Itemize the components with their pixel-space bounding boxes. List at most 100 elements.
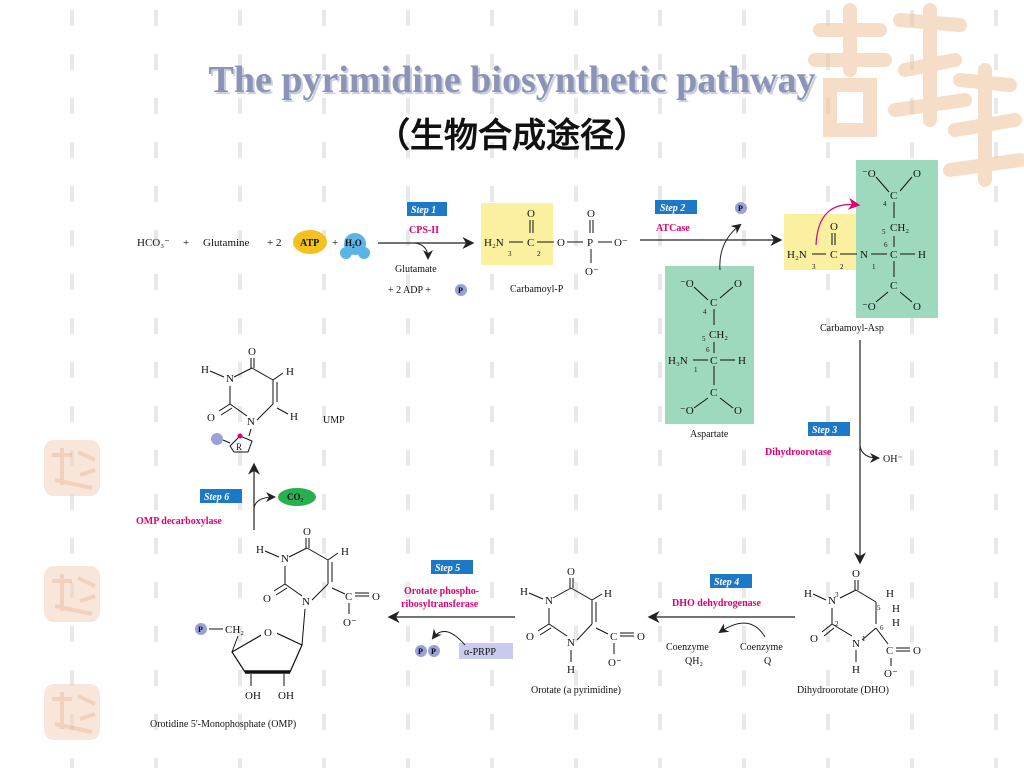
background-dash <box>154 670 158 686</box>
atom: N <box>567 637 575 649</box>
step4-label: Step 4 <box>714 577 739 588</box>
background-dash <box>322 406 326 422</box>
atom-number: 1 <box>862 635 866 643</box>
glutamate-label: Glutamate <box>395 264 437 275</box>
background-dash <box>406 406 410 422</box>
atom: O⁻ <box>614 237 628 249</box>
background-dash <box>742 186 746 202</box>
background-dash <box>658 230 662 246</box>
background-dash <box>742 450 746 466</box>
atom: C <box>890 190 897 202</box>
background-dash <box>658 274 662 290</box>
background-dash <box>658 54 662 70</box>
bond <box>248 428 252 437</box>
atom: H <box>886 588 894 600</box>
background-dash <box>994 142 998 158</box>
background-dash <box>406 626 410 642</box>
background-dash <box>910 362 914 378</box>
bond <box>251 367 274 381</box>
background-dash <box>910 494 914 510</box>
step6-side-arrow <box>253 492 276 509</box>
background-dash <box>70 538 74 554</box>
background-dash <box>70 406 74 422</box>
adp-label: + 2 ADP + <box>388 285 431 296</box>
page-subtitle: （生物合成途径） <box>376 116 648 156</box>
background-dash <box>490 714 494 730</box>
atom: CH₂ <box>709 329 728 341</box>
atom: H <box>918 249 926 261</box>
background-dash <box>406 538 410 554</box>
background-dash <box>490 494 494 510</box>
atom: O <box>248 346 256 358</box>
atom: N <box>860 249 868 261</box>
background-dash <box>322 54 326 70</box>
page-title: The pyrimidine biosynthetic pathway <box>208 59 816 101</box>
aspartate-highlight <box>665 266 754 424</box>
atom: O <box>527 208 535 220</box>
bond <box>899 176 913 192</box>
background-dash <box>490 274 494 290</box>
background-dash <box>994 230 998 246</box>
step4-coenzyme-arrow <box>718 622 766 638</box>
bond <box>528 592 544 600</box>
atom: N <box>281 553 289 565</box>
background-dash <box>658 406 662 422</box>
background-dash <box>322 494 326 510</box>
background-dash <box>154 758 158 768</box>
phosphate-label: P <box>458 286 463 295</box>
step3-label: Step 3 <box>812 425 837 436</box>
atom: CH₂ <box>890 222 909 234</box>
step2-label: Step 2 <box>660 203 685 214</box>
background-dash <box>574 626 578 642</box>
background-dash <box>154 54 158 70</box>
atom: H <box>852 664 860 676</box>
atom: O <box>913 645 921 657</box>
background-dash <box>490 450 494 466</box>
background-dash <box>70 758 74 768</box>
bond <box>229 403 248 417</box>
background-dash <box>826 626 830 642</box>
ring-oxygen-bg <box>261 624 277 638</box>
atom-number: 5 <box>882 228 886 236</box>
atom: H <box>567 664 575 676</box>
atom: H₂N <box>787 249 807 261</box>
atom: C <box>610 631 617 643</box>
background-dash <box>826 274 830 290</box>
atom: N <box>852 638 860 650</box>
background-dash <box>322 98 326 114</box>
background-dash <box>154 186 158 202</box>
background-dash <box>322 10 326 26</box>
bond <box>839 589 857 599</box>
carbamoyl-asp-yellow-highlight <box>784 214 856 270</box>
background-dash <box>322 274 326 290</box>
background-dash <box>322 758 326 768</box>
bond <box>272 372 284 381</box>
bond <box>284 583 303 597</box>
background-dash <box>658 98 662 114</box>
step1-badge <box>407 202 447 216</box>
reactants-step1: HCO₃⁻ + Glutamine + 2 ATP + H₂O <box>137 230 370 259</box>
background-dash <box>406 230 410 246</box>
water-label: H₂O <box>345 238 362 248</box>
atom-number: 4 <box>883 200 887 208</box>
carbamoyl-asp-green-highlight <box>856 160 938 318</box>
background-dash <box>406 274 410 290</box>
background-dash <box>910 318 914 334</box>
background-dash <box>490 582 494 598</box>
atom: H <box>892 617 900 629</box>
decorative-seal-1 <box>44 440 100 496</box>
atom: ⁻O <box>862 301 876 313</box>
bond <box>327 552 339 561</box>
bond <box>693 397 709 409</box>
background-dash <box>826 318 830 334</box>
plus-sign: + <box>183 237 189 249</box>
prpp-box <box>459 643 513 659</box>
atom: N <box>247 416 255 428</box>
co2-label: CO₂ <box>287 492 304 502</box>
step6-enzyme: OMP decarboxylase <box>136 516 222 527</box>
background-dash <box>826 714 830 730</box>
omp-label: Orotidine 5'-Monophosphate (OMP) <box>150 719 296 730</box>
co2-blob <box>278 488 316 506</box>
hydroxide-label: OH⁻ <box>883 454 903 465</box>
